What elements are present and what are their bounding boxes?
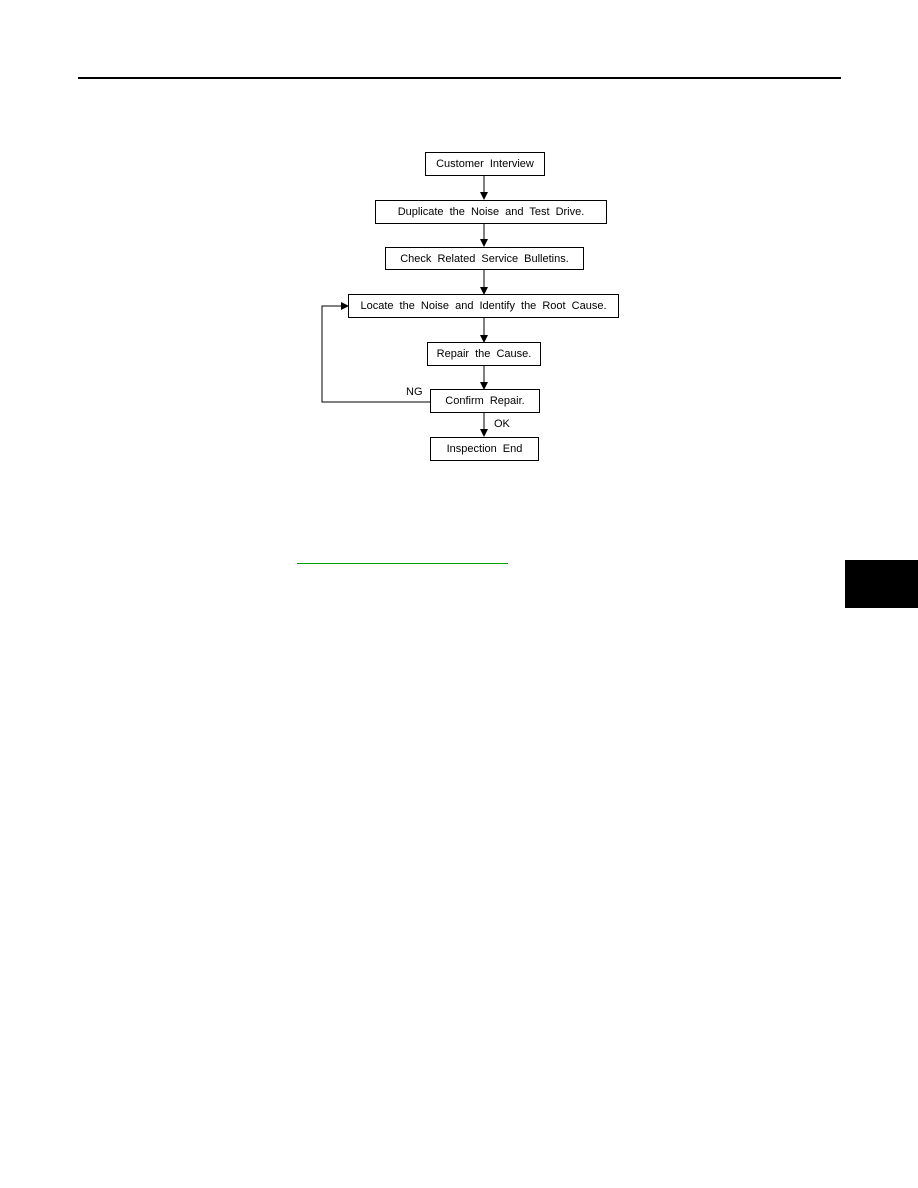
reference-link-underline[interactable]: [297, 563, 508, 564]
node-repair-cause: Repair the Cause.: [427, 342, 541, 366]
flowchart-connectors: [321, 176, 488, 437]
node-check-bulletins: Check Related Service Bulletins.: [385, 247, 584, 270]
node-confirm-repair: Confirm Repair.: [430, 389, 540, 413]
header-rule: [78, 77, 841, 79]
edge-label-ng: NG: [406, 386, 423, 398]
section-tab-marker: [845, 560, 918, 608]
node-locate-noise: Locate the Noise and Identify the Root C…: [348, 294, 619, 318]
node-duplicate-noise: Duplicate the Noise and Test Drive.: [375, 200, 607, 224]
edge-label-ok: OK: [494, 418, 510, 430]
node-inspection-end: Inspection End: [430, 437, 539, 461]
arrow-ng-loop: [321, 302, 430, 403]
node-customer-interview: Customer Interview: [425, 152, 545, 176]
